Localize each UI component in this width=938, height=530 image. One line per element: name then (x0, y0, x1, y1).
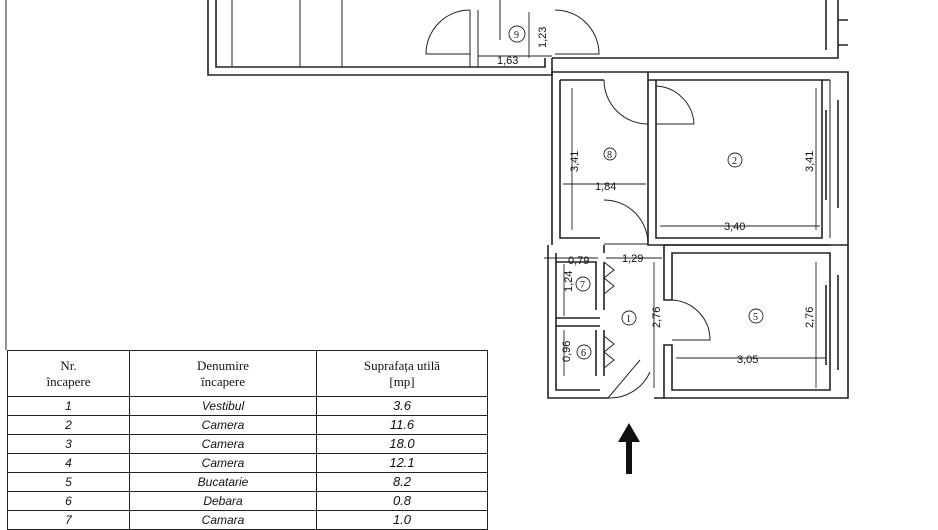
cell-room-name: Vestibul (129, 396, 317, 416)
dimension-label: 1,23 (537, 27, 549, 48)
svg-text:9: 9 (514, 30, 519, 41)
room-marker-2: 2 (727, 152, 743, 168)
door-arc (603, 79, 649, 125)
dimension-label: 0,96 (561, 341, 573, 362)
dimension-label: 2,76 (804, 307, 816, 328)
cell-room-name: Bucatarie (129, 472, 317, 492)
cell-room-area: 18.0 (316, 434, 488, 454)
door-arc (425, 9, 471, 55)
cell-room-name: Camera (129, 453, 317, 473)
cell-room-name: Camera (129, 415, 317, 435)
dimension-label: 3,40 (724, 221, 745, 233)
dimension-label: 1,84 (595, 181, 616, 193)
room-marker-9: 9 (508, 25, 526, 43)
room-marker-1: 1 (621, 310, 637, 326)
dimension-label: 1,63 (497, 55, 518, 67)
cell-room-name: Debara (129, 491, 317, 511)
room-marker-7: 7 (575, 276, 591, 292)
header-room-area: Suprafața utilă [mp] (316, 350, 488, 397)
svg-text:5: 5 (753, 312, 758, 323)
dimension-lines (478, 12, 826, 388)
cell-room-number: 5 (7, 472, 130, 492)
svg-text:2: 2 (732, 156, 737, 167)
dimension-label: 3,05 (737, 354, 758, 366)
cell-room-area: 12.1 (316, 453, 488, 473)
dimension-label: 3,41 (569, 151, 581, 172)
door-arc (603, 199, 649, 245)
door-arc (671, 299, 711, 341)
cell-room-number: 3 (7, 434, 130, 454)
header-room-number: Nr. încapere (7, 350, 130, 397)
door-zigzag (603, 261, 615, 295)
cell-room-number: 2 (7, 415, 130, 435)
table-header-row: Nr. încapere Denumire încapere Suprafața… (7, 350, 488, 397)
cell-room-area: 8.2 (316, 472, 488, 492)
door-arc (655, 85, 695, 125)
dimension-label: 2,76 (651, 307, 663, 328)
door-arc (607, 359, 651, 399)
svg-text:7: 7 (580, 280, 585, 291)
svg-text:8: 8 (607, 150, 612, 161)
door-arc (554, 9, 600, 55)
room-marker-8: 8 (603, 147, 617, 161)
dimension-label: 0,79 (568, 255, 589, 267)
svg-text:1: 1 (626, 314, 631, 325)
lower-walls (547, 244, 848, 399)
middle-walls (551, 71, 849, 399)
door-zigzag (603, 335, 615, 369)
cell-room-name: Camera (129, 434, 317, 454)
cell-room-area: 3.6 (316, 396, 488, 416)
dimension-label: 1,29 (622, 253, 643, 265)
dimension-label: 3,41 (804, 151, 816, 172)
room-marker-6: 6 (576, 344, 592, 360)
room-area-table: Nr. încapere Denumire încapere Suprafața… (7, 350, 488, 530)
cell-room-name: Camara (129, 510, 317, 530)
cell-room-area: 11.6 (316, 415, 488, 435)
cell-room-number: 4 (7, 453, 130, 473)
upper-walls (207, 0, 848, 76)
dimension-label: 1,24 (563, 271, 575, 292)
header-room-name: Denumire încapere (129, 350, 317, 397)
cell-room-number: 1 (7, 396, 130, 416)
room-marker-5: 5 (748, 308, 764, 324)
svg-text:6: 6 (581, 348, 586, 359)
cell-room-area: 0.8 (316, 491, 488, 511)
entry-arrow-icon (618, 423, 640, 474)
cell-room-number: 6 (7, 491, 130, 511)
